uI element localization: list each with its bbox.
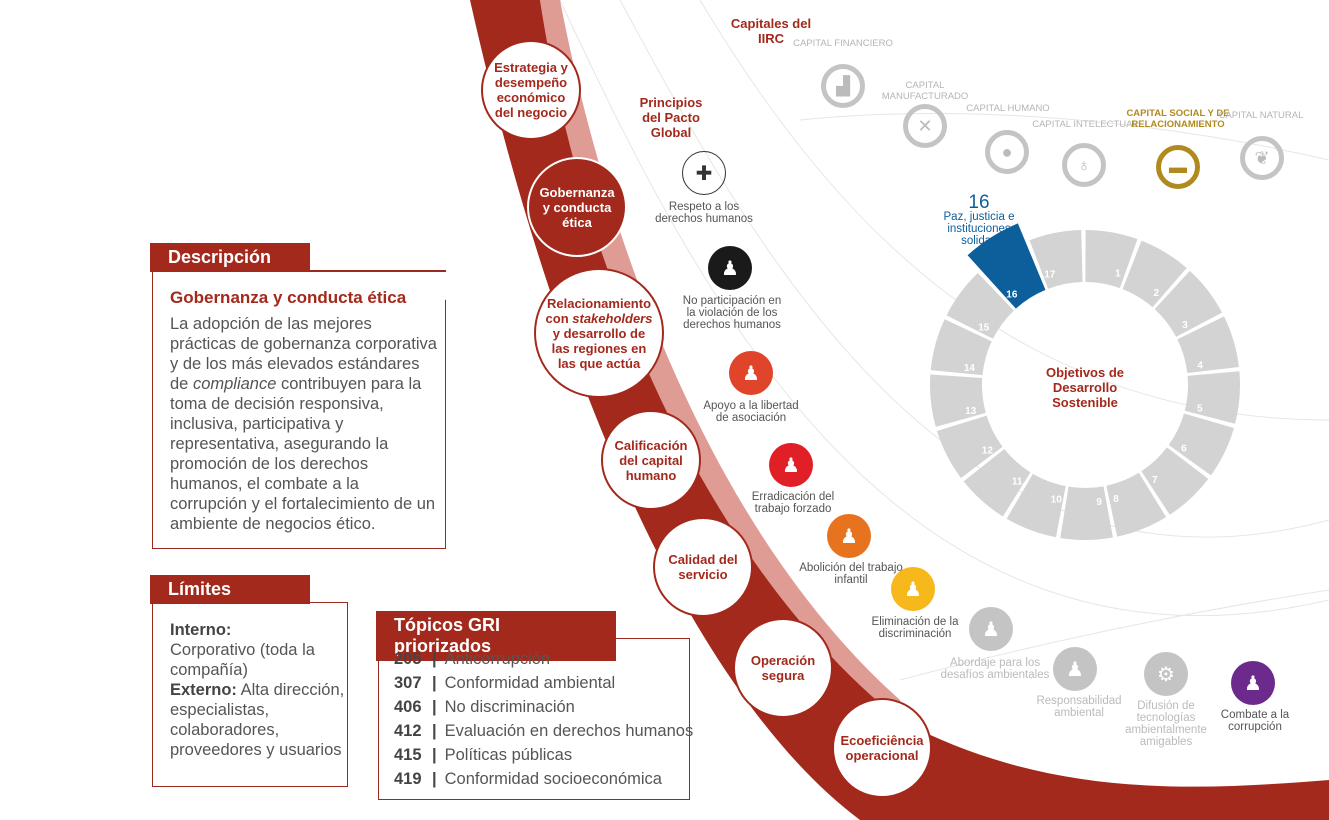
gri-item: 412|Evaluación en derechos humanos xyxy=(394,722,694,740)
gri-item: 419|Conformidad socioeconómica xyxy=(394,770,662,788)
person-icon: ♟ xyxy=(708,246,752,290)
gri-item: 307|Conformidad ambiental xyxy=(394,674,616,692)
capital-label: CAPITAL MANUFACTURADO xyxy=(881,80,969,102)
ods-number: 10 xyxy=(1051,494,1063,505)
limites-text: Interno:Corporativo (toda la compañía)Ex… xyxy=(170,621,345,759)
pacto-title: Principios del Pacto Global xyxy=(639,95,703,140)
ods-number: 6 xyxy=(1181,443,1187,454)
capital-label: CAPITAL NATURAL xyxy=(1218,110,1304,121)
lightbulb-icon: ♁ xyxy=(1062,143,1106,187)
ods-number: 14 xyxy=(964,363,976,374)
gri-item: 406|No discriminación xyxy=(394,698,575,716)
ods-number: 16 xyxy=(1006,290,1018,301)
ods-segment-2 xyxy=(1122,240,1187,308)
ods-number: 9 xyxy=(1096,497,1102,508)
ods-number: 15 xyxy=(978,322,990,333)
descripcion-text: La adopción de las mejores prácticas de … xyxy=(170,315,437,533)
environment-icon: ♟ xyxy=(969,607,1013,651)
ods-segment-1 xyxy=(1085,230,1138,289)
pacto-label: Abordaje para los desafíos ambientales xyxy=(940,657,1050,681)
anti-corruption-icon: ♟ xyxy=(1231,661,1275,705)
capital-label: CAPITAL HUMANO xyxy=(966,103,1050,114)
balance-icon: ♟ xyxy=(1053,647,1097,691)
pacto-label: Eliminación de la discriminación xyxy=(871,616,959,640)
limites-tab: Límites xyxy=(150,575,310,604)
ods-number: 1 xyxy=(1115,269,1121,280)
capital-label: CAPITAL FINANCIERO xyxy=(793,38,893,49)
ods-segment-10 xyxy=(1006,473,1066,538)
iirc-title: Capitales del IIRC xyxy=(730,16,812,46)
theme-estrategia: Estrategia y desempeño económico del neg… xyxy=(481,40,581,140)
leaf-globe-icon: ❦ xyxy=(1240,136,1284,180)
pacto-label: Responsabilidad ambiental xyxy=(1036,695,1122,719)
equality-icon: ♟ xyxy=(891,567,935,611)
theme-calidad: Calidad del servicio xyxy=(653,517,753,617)
pacto-label: Erradicación del trabajo forzado xyxy=(751,491,835,515)
descripcion-box xyxy=(152,270,446,549)
ods-segment-4 xyxy=(1177,316,1239,374)
gri-item: 415|Políticas públicas xyxy=(394,746,573,764)
tools-icon: ✕ xyxy=(903,104,947,148)
ods-segment-3 xyxy=(1154,270,1223,337)
speech-bubble-icon: ▬ xyxy=(1156,145,1200,189)
capital-label-active: CAPITAL SOCIAL Y DE RELACIONAMIENTO xyxy=(1126,108,1230,130)
person-icon: ♟ xyxy=(769,443,813,487)
ods-highlight-number: 16 xyxy=(968,192,990,213)
ods-number: 2 xyxy=(1153,288,1159,299)
ods-number: 3 xyxy=(1182,320,1188,331)
human-rights-icon: ✚ xyxy=(682,151,726,195)
ods-segment-17 xyxy=(1029,230,1083,289)
ods-segment-8 xyxy=(1106,472,1167,537)
pacto-label: Combate a la corrupción xyxy=(1220,709,1290,733)
pacto-label: Respeto a los derechos humanos xyxy=(655,201,753,225)
pacto-label: Difusión de tecnologías ambientalmente a… xyxy=(1125,700,1207,748)
ods-number: 7 xyxy=(1152,475,1158,486)
theme-ecoeficiencia: Ecoeficiência operacional xyxy=(832,698,932,798)
ods-segment-7 xyxy=(1141,447,1209,515)
theme-calificacion: Calificación del capital humano xyxy=(601,410,701,510)
ods-number: 13 xyxy=(965,406,977,417)
ods-segment-13 xyxy=(930,374,986,427)
group-icon: ♟ xyxy=(729,351,773,395)
pacto-label: Apoyo a la libertad de asociación xyxy=(703,400,799,424)
theme-operacion: Operación segura xyxy=(733,618,833,718)
theme-gobernanza-active: Gobernanza y conducta ética xyxy=(527,157,627,257)
ods-segment-12 xyxy=(936,415,1003,478)
ods-segment-14 xyxy=(930,319,992,376)
gri-item: 205|Anticorrupción xyxy=(394,650,551,668)
gears-icon: ⚙ xyxy=(1144,652,1188,696)
ods-number: 11 xyxy=(1012,476,1023,487)
child-icon: ♟ xyxy=(827,514,871,558)
limites-box xyxy=(152,602,348,787)
ods-number: 12 xyxy=(982,445,994,456)
pacto-label: No participación en la violación de los … xyxy=(682,295,782,331)
ods-number: 4 xyxy=(1197,360,1203,371)
theme-relacionamiento: Relacionamiento con stakeholders y desar… xyxy=(534,268,664,398)
pacto-label: Abolición del trabajo infantil xyxy=(799,562,903,586)
ods-segment-16 xyxy=(967,223,1046,309)
gri-list: 205|Anticorrupción 307|Conformidad ambie… xyxy=(394,647,693,791)
ods-number: 8 xyxy=(1113,494,1119,505)
ods-segment-6 xyxy=(1168,413,1234,476)
ods-title: Objetivos de Desarrollo Sostenible xyxy=(1045,365,1125,410)
gri-box xyxy=(378,638,690,800)
ods-segment-15 xyxy=(946,273,1014,339)
financial-chart-icon: ▟ xyxy=(821,64,865,108)
ods-number: 5 xyxy=(1197,403,1203,414)
ods-segment-9 xyxy=(1060,486,1113,540)
descripcion-title: Gobernanza y conducta ética xyxy=(170,288,407,307)
ods-segment-11 xyxy=(963,449,1031,517)
people-circle-icon: ● xyxy=(985,130,1029,174)
descripcion-tab: Descripción xyxy=(150,243,310,272)
capital-label: CAPITAL INTELECTUAL xyxy=(1032,119,1138,130)
ods-number: 17 xyxy=(1044,269,1056,280)
gri-tab: Tópicos GRI priorizados xyxy=(376,611,616,661)
ods-segment-5 xyxy=(1184,371,1240,424)
